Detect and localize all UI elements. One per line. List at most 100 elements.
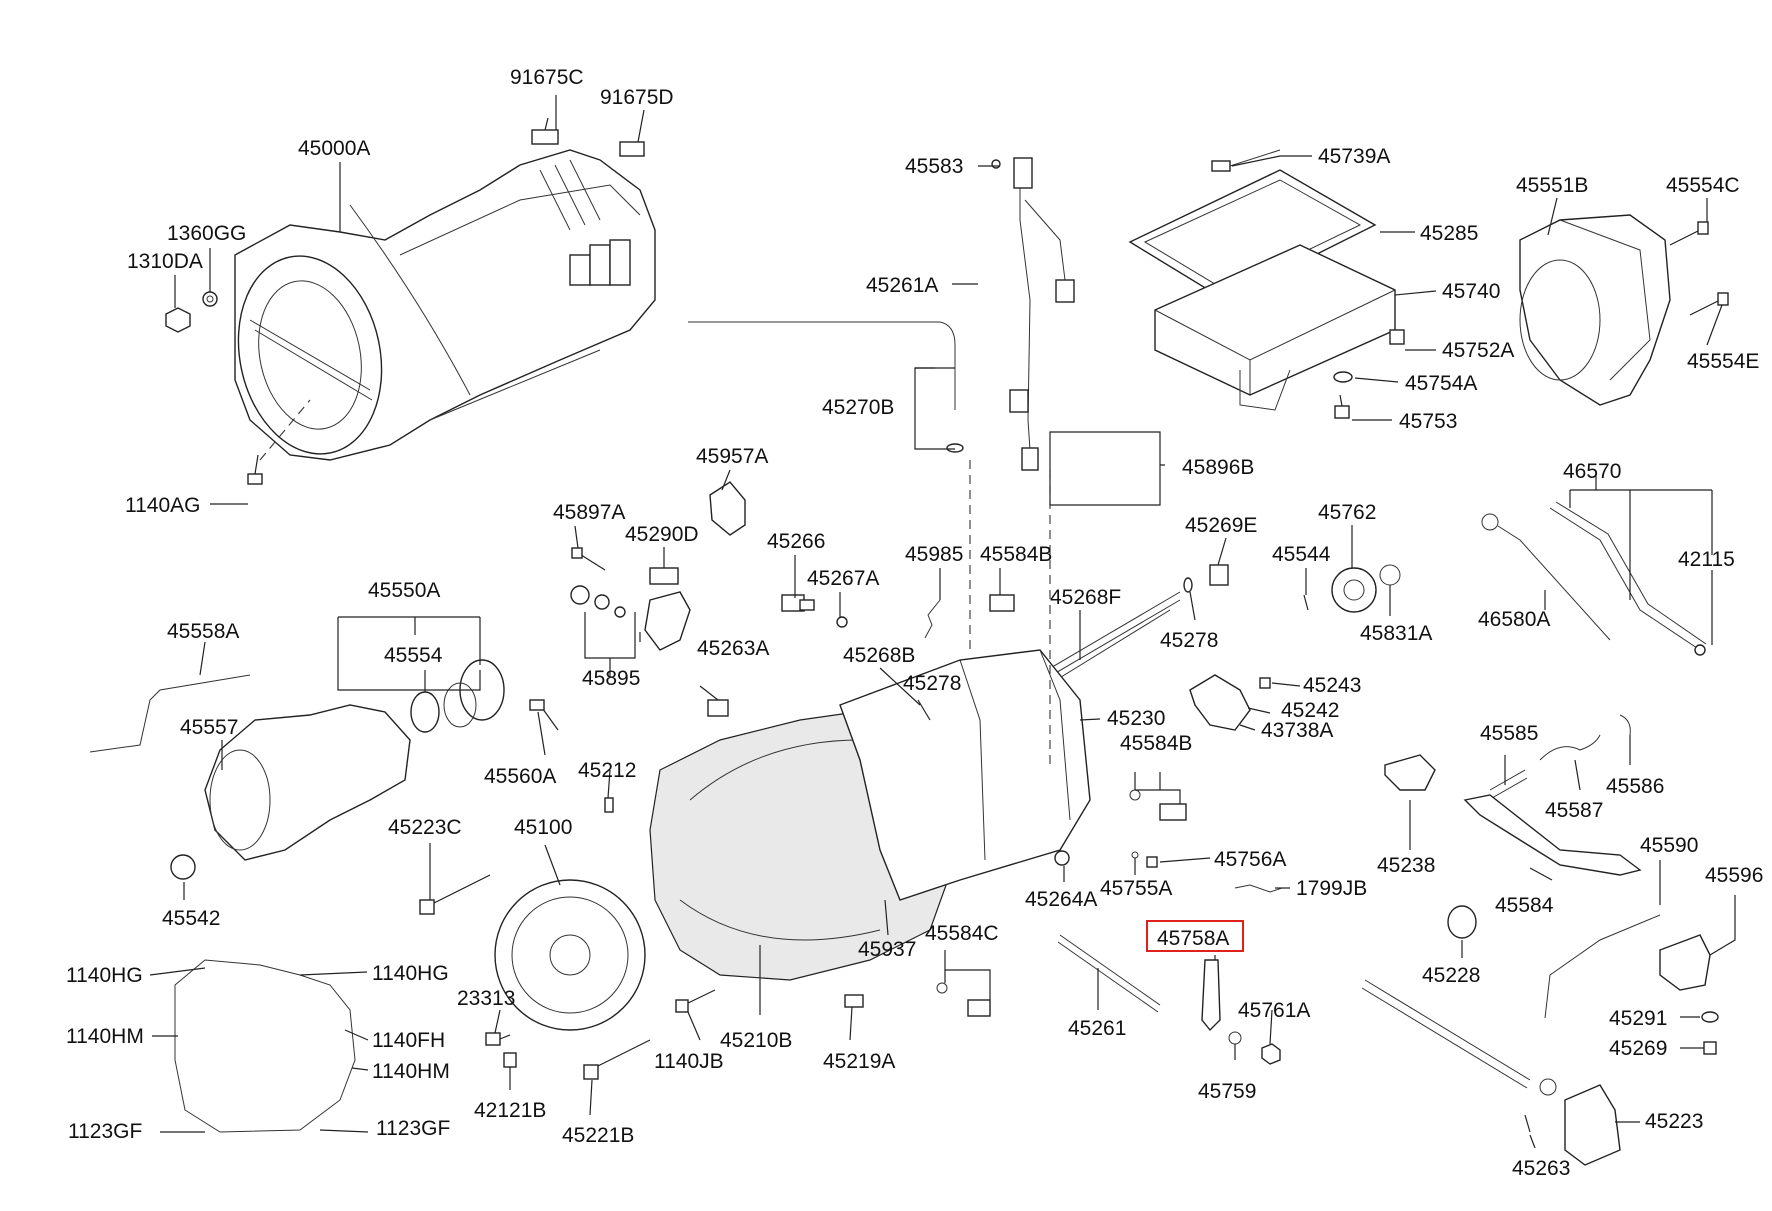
label-45957a[interactable]: 45957A <box>696 445 768 468</box>
label-45238[interactable]: 45238 <box>1377 854 1435 877</box>
label-45895[interactable]: 45895 <box>582 667 640 690</box>
label-1123gf-left[interactable]: 1123GF <box>68 1120 142 1143</box>
label-46570[interactable]: 46570 <box>1563 460 1621 483</box>
label-1140hg-left[interactable]: 1140HG <box>66 964 143 987</box>
label-45551b[interactable]: 45551B <box>1516 174 1588 197</box>
label-45544[interactable]: 45544 <box>1272 543 1331 566</box>
label-1140ag[interactable]: 1140AG <box>125 494 201 517</box>
label-46580a[interactable]: 46580A <box>1478 608 1550 631</box>
label-45243[interactable]: 45243 <box>1303 674 1361 697</box>
label-45587[interactable]: 45587 <box>1545 799 1603 822</box>
label-45758a[interactable]: 45758A <box>1157 927 1229 950</box>
label-45290d[interactable]: 45290D <box>625 523 699 546</box>
label-45831a[interactable]: 45831A <box>1360 622 1432 645</box>
label-45542[interactable]: 45542 <box>162 907 220 930</box>
label-1140hm-left[interactable]: 1140HM <box>66 1025 144 1048</box>
label-45223[interactable]: 45223 <box>1645 1110 1703 1133</box>
label-45228[interactable]: 45228 <box>1422 964 1480 987</box>
label-45753[interactable]: 45753 <box>1399 410 1457 433</box>
label-45266[interactable]: 45266 <box>767 530 825 553</box>
label-91675c[interactable]: 91675C <box>510 66 584 89</box>
label-45896b[interactable]: 45896B <box>1182 456 1254 479</box>
label-45219a[interactable]: 45219A <box>823 1050 895 1073</box>
label-45740[interactable]: 45740 <box>1442 280 1500 303</box>
sleeve-45269e <box>1209 564 1229 586</box>
label-23313[interactable]: 23313 <box>457 987 515 1010</box>
label-45267a[interactable]: 45267A <box>807 567 879 590</box>
label-1140hm-right[interactable]: 1140HM <box>372 1060 450 1083</box>
label-45242[interactable]: 45242 <box>1281 699 1339 722</box>
label-45210b[interactable]: 45210B <box>720 1029 792 1052</box>
label-45269e[interactable]: 45269E <box>1185 514 1257 537</box>
label-45261[interactable]: 45261 <box>1068 1017 1126 1040</box>
label-45100[interactable]: 45100 <box>514 816 572 839</box>
label-45554[interactable]: 45554 <box>384 644 443 667</box>
label-45000a[interactable]: 45000A <box>298 137 370 160</box>
label-45585[interactable]: 45585 <box>1480 722 1538 745</box>
clip-1799jb <box>1234 884 1283 893</box>
label-45985[interactable]: 45985 <box>905 543 963 566</box>
label-1360gg[interactable]: 1360GG <box>167 222 246 245</box>
label-45754a[interactable]: 45754A <box>1405 372 1477 395</box>
label-1140jb[interactable]: 1140JB <box>654 1050 724 1073</box>
label-45278-mid[interactable]: 45278 <box>903 672 961 695</box>
label-45278-right[interactable]: 45278 <box>1160 629 1218 652</box>
label-45223c[interactable]: 45223C <box>388 816 462 839</box>
label-45230[interactable]: 45230 <box>1107 707 1165 730</box>
label-45937[interactable]: 45937 <box>858 938 916 961</box>
label-45554c[interactable]: 45554C <box>1666 174 1740 197</box>
label-42115[interactable]: 42115 <box>1678 548 1735 571</box>
label-1140hg-right[interactable]: 1140HG <box>372 962 449 985</box>
sensor-45266 <box>781 594 815 612</box>
label-45739a[interactable]: 45739A <box>1318 145 1390 168</box>
label-45550a[interactable]: 45550A <box>368 579 440 602</box>
label-45755a[interactable]: 45755A <box>1100 877 1172 900</box>
label-45596[interactable]: 45596 <box>1705 864 1763 887</box>
label-45761a[interactable]: 45761A <box>1238 999 1310 1022</box>
label-45756a[interactable]: 45756A <box>1214 848 1286 871</box>
label-45261a[interactable]: 45261A <box>866 274 938 297</box>
bracket-45596 <box>1659 934 1711 991</box>
label-45762[interactable]: 45762 <box>1318 501 1376 524</box>
label-1123gf-right[interactable]: 1123GF <box>376 1117 450 1140</box>
label-45759[interactable]: 45759 <box>1198 1080 1256 1103</box>
plug-42121b <box>503 1052 517 1068</box>
label-45268b[interactable]: 45268B <box>843 644 915 667</box>
label-45221b[interactable]: 45221B <box>562 1124 634 1147</box>
label-45590[interactable]: 45590 <box>1640 834 1698 857</box>
label-45264a[interactable]: 45264A <box>1025 888 1097 911</box>
label-45291[interactable]: 45291 <box>1609 1007 1667 1030</box>
transmission-assembly-illustration <box>234 149 656 461</box>
label-45584b-mid[interactable]: 45584B <box>1120 732 1192 755</box>
label-45263[interactable]: 45263 <box>1512 1157 1570 1180</box>
label-91675d[interactable]: 91675D <box>600 86 674 109</box>
label-45269[interactable]: 45269 <box>1609 1037 1667 1060</box>
label-45285[interactable]: 45285 <box>1420 222 1478 245</box>
label-45558a[interactable]: 45558A <box>167 620 239 643</box>
label-1799jb[interactable]: 1799JB <box>1296 877 1367 900</box>
breather-tube-45558a <box>89 674 251 753</box>
label-45263a[interactable]: 45263A <box>697 637 769 660</box>
label-45897a[interactable]: 45897A <box>553 501 625 524</box>
label-45752a[interactable]: 45752A <box>1442 339 1514 362</box>
transmission-case-illustration <box>649 460 1091 981</box>
label-43738a[interactable]: 43738A <box>1261 719 1333 742</box>
label-45557[interactable]: 45557 <box>180 716 238 739</box>
washer-45754a <box>1333 371 1353 383</box>
label-45586[interactable]: 45586 <box>1606 775 1664 798</box>
label-45268f[interactable]: 45268F <box>1050 586 1121 609</box>
label-1310da[interactable]: 1310DA <box>127 250 203 273</box>
label-45583[interactable]: 45583 <box>905 155 963 178</box>
label-45584c[interactable]: 45584C <box>925 922 999 945</box>
label-42121b[interactable]: 42121B <box>474 1099 546 1122</box>
label-45584b-top[interactable]: 45584B <box>980 543 1052 566</box>
label-1140fh[interactable]: 1140FH <box>372 1029 445 1052</box>
label-45554e[interactable]: 45554E <box>1687 350 1759 373</box>
bolt-45897a <box>571 547 606 571</box>
extension-housing-illustration <box>1519 214 1671 406</box>
gear-45560a <box>529 699 559 731</box>
label-45584[interactable]: 45584 <box>1495 894 1554 917</box>
label-45560a[interactable]: 45560A <box>484 765 556 788</box>
label-45270b[interactable]: 45270B <box>822 396 894 419</box>
label-45212[interactable]: 45212 <box>578 759 636 782</box>
